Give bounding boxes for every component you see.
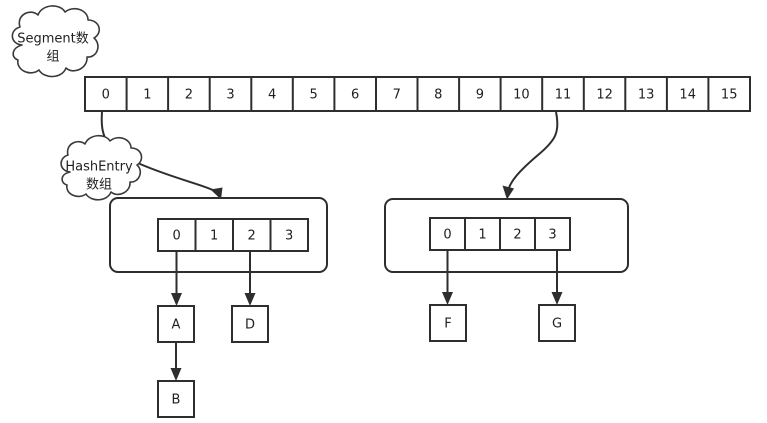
- node-a-box[interactable]: [157, 305, 195, 343]
- node-a[interactable]: A: [157, 305, 195, 343]
- hashentry-cloud-label-line2: 数组: [86, 178, 112, 193]
- segment-cell-12[interactable]: 12: [596, 88, 613, 103]
- node-f[interactable]: F: [429, 304, 467, 342]
- segment-cell-10[interactable]: 10: [513, 88, 530, 103]
- hashentry-left-cell-0[interactable]: 0: [173, 229, 181, 244]
- node-b-box[interactable]: [157, 380, 195, 418]
- segment-cell-3[interactable]: 3: [226, 88, 234, 103]
- node-b[interactable]: B: [157, 380, 195, 418]
- node-g-box[interactable]: [538, 304, 576, 342]
- arrow-node-a-to-node-b: [170, 342, 182, 381]
- node-g[interactable]: G: [538, 304, 576, 342]
- arrow-left-cell0-to-node-a: [171, 251, 182, 306]
- arrow-right0-head: [442, 292, 453, 305]
- node-a-label: A: [172, 318, 181, 333]
- arrow-segment0-to-left-array: [100, 111, 223, 200]
- hashentry-right-cell-0[interactable]: 0: [443, 228, 451, 243]
- node-f-box[interactable]: [429, 304, 467, 342]
- arrow-right-cell3-to-node-g: [551, 250, 563, 305]
- segment-cell-1[interactable]: 1: [143, 88, 151, 103]
- segment-cloud-label-line1: Segment数: [17, 32, 89, 47]
- segment-cell-14[interactable]: 14: [679, 88, 696, 103]
- hashentry-left-cell-1[interactable]: 1: [210, 229, 218, 244]
- segment-array: 0 1 2 3 4 5 6 7 8 9 10 11 12 13 14 15: [84, 76, 751, 112]
- segment-cell-11[interactable]: 11: [555, 88, 572, 103]
- node-b-label: B: [172, 393, 181, 408]
- segment-cell-15[interactable]: 15: [721, 88, 738, 103]
- arrow-segment0-head: [210, 187, 223, 200]
- segment-cell-9[interactable]: 9: [476, 88, 484, 103]
- arrow-segment0-curve: [100, 111, 218, 193]
- segment-cell-2[interactable]: 2: [185, 88, 193, 103]
- segment-cell-6[interactable]: 6: [351, 88, 359, 103]
- arrow-segment11-head: [502, 185, 514, 200]
- arrow-segment11-curve: [507, 111, 559, 192]
- node-f-label: F: [444, 317, 451, 332]
- arrow-left0-head: [171, 293, 182, 306]
- hashentry-cloud-shape: [60, 134, 143, 201]
- hashentry-left-cell-3[interactable]: 3: [285, 229, 293, 244]
- hashentry-cloud-label-line1: HashEntry: [65, 160, 133, 175]
- hashentry-left-cell-2[interactable]: 2: [248, 229, 256, 244]
- segment-cloud-callout: Segment数 组: [11, 5, 101, 78]
- node-d-box[interactable]: [231, 305, 269, 343]
- segment-cell-7[interactable]: 7: [393, 88, 401, 103]
- node-d-label: D: [245, 318, 255, 333]
- hashentry-right-cell-2[interactable]: 2: [513, 228, 521, 243]
- hashentry-right-cell-1[interactable]: 1: [478, 228, 486, 243]
- segment-cell-5[interactable]: 5: [309, 88, 317, 103]
- segment-cloud-label-line2: 组: [46, 50, 59, 65]
- arrow-right-cell0-to-node-f: [442, 250, 453, 305]
- segment-cell-0[interactable]: 0: [102, 88, 110, 103]
- arrow-left-cell2-to-node-d: [244, 251, 256, 306]
- segment-cell-4[interactable]: 4: [268, 88, 276, 103]
- arrow-left2-head: [244, 293, 256, 306]
- hashentry-right-cell-3[interactable]: 3: [548, 228, 556, 243]
- arrow-a-b-head: [170, 368, 182, 381]
- hashentry-array-left: 0 1 2 3: [109, 197, 328, 273]
- segment-cell-8[interactable]: 8: [434, 88, 442, 103]
- hashentry-cloud-callout: HashEntry 数组: [60, 134, 143, 201]
- node-d[interactable]: D: [231, 305, 269, 343]
- node-g-label: G: [552, 317, 562, 332]
- arrow-segment11-to-right-array: [502, 111, 559, 200]
- segment-cell-13[interactable]: 13: [638, 88, 655, 103]
- segment-cloud-shape: [11, 5, 101, 78]
- arrow-right3-head: [551, 292, 563, 305]
- hashentry-array-right: 0 1 2 3: [384, 198, 629, 273]
